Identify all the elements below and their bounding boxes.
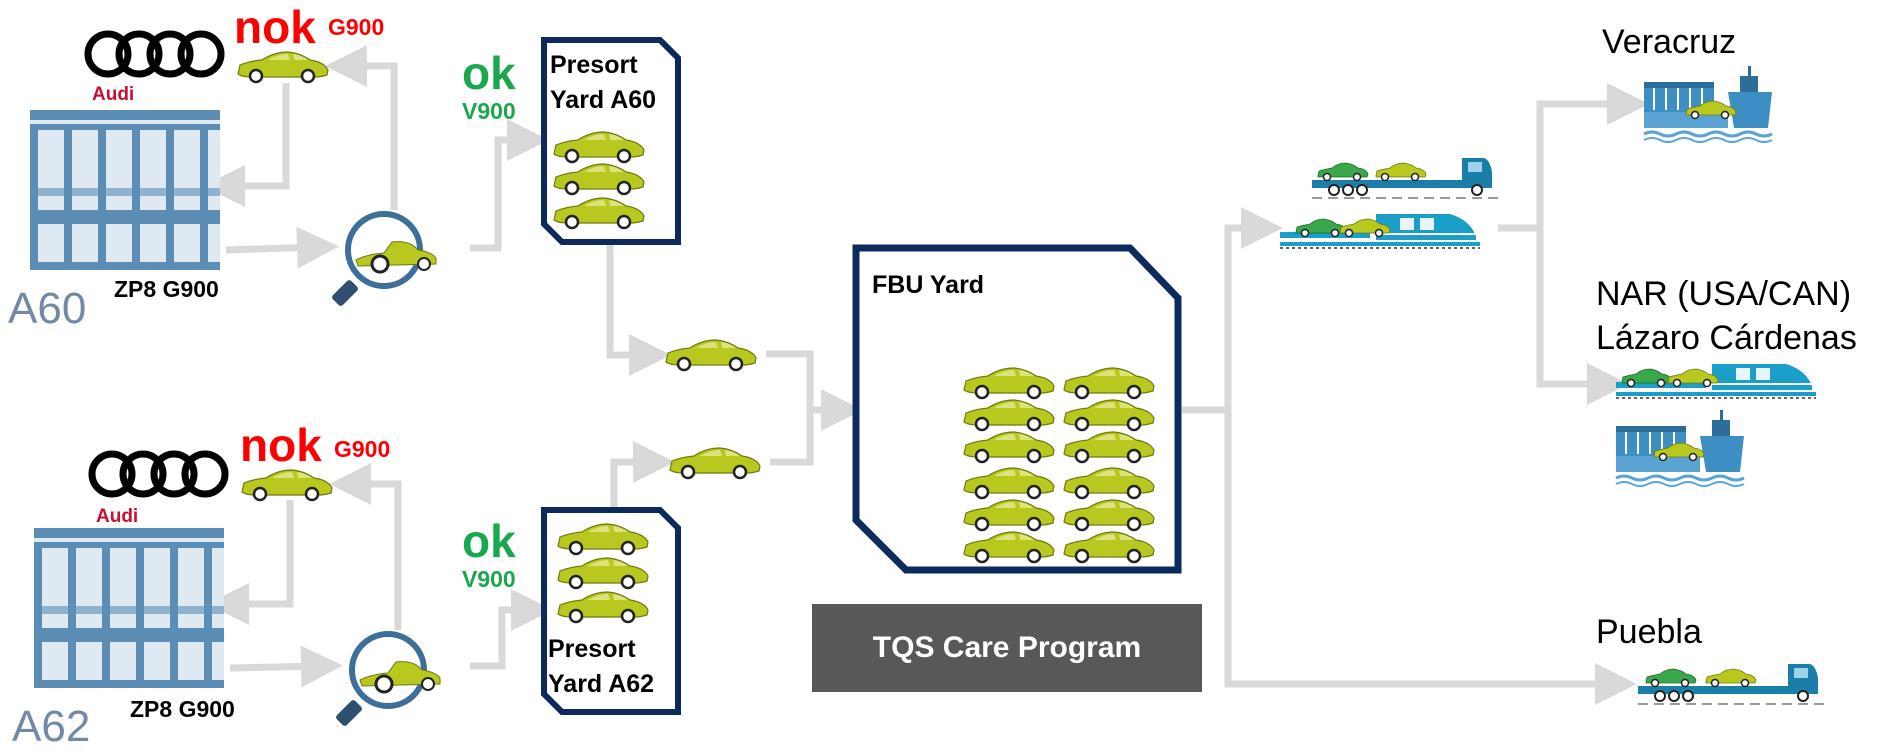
plant-label-a60: A60 xyxy=(8,284,87,333)
train-icon-nar xyxy=(1615,363,1817,399)
destination-nar-line2: Lázaro Cárdenas xyxy=(1596,319,1857,357)
arrow-a60-nok-back xyxy=(203,83,290,207)
ok-code-a60: V900 xyxy=(462,98,516,124)
yard-a62-label: Presort Yard A62 xyxy=(548,632,654,702)
nok-code-a62: G900 xyxy=(334,436,391,462)
arrow-a62-nok-back xyxy=(207,500,294,625)
arrow-merge-upper xyxy=(766,350,814,410)
tqs-care-program-label: TQS Care Program xyxy=(872,631,1142,664)
arrow-yard-a60-down xyxy=(606,245,671,376)
nok-label-a60: nok xyxy=(234,1,316,53)
plant-label-a62: A62 xyxy=(12,702,91,751)
destination-puebla: Puebla xyxy=(1596,613,1702,651)
car-transit-lower-icon xyxy=(668,446,762,480)
arrow-to-nar xyxy=(1536,228,1629,405)
arrow-merge-lower xyxy=(770,389,863,466)
flow-arrows xyxy=(203,45,1649,705)
model-label-a60: ZP8 G900 xyxy=(114,276,219,302)
car-nok-a60-icon xyxy=(236,50,330,84)
arrow-yard-a62-up xyxy=(610,441,675,510)
inspection-magnifier-a62-icon xyxy=(335,634,440,727)
ok-label-a60: ok xyxy=(462,47,516,99)
car-transit-upper-icon xyxy=(664,338,758,372)
model-label-a62: ZP8 G900 xyxy=(130,696,235,722)
audi-brand-a62: Audi xyxy=(96,506,139,527)
train-icon-top xyxy=(1279,213,1481,249)
factory-building-a62 xyxy=(34,528,224,688)
audi-logo-a60 xyxy=(88,34,221,74)
car-nok-a62-icon xyxy=(240,468,334,502)
yard-a60-line1: Presort xyxy=(550,51,638,79)
arrow-a60-out xyxy=(225,226,339,269)
destination-nar-line1: NAR (USA/CAN) xyxy=(1596,275,1852,313)
fbu-yard-label: FBU Yard xyxy=(872,271,985,299)
destination-veracruz: Veracruz xyxy=(1602,23,1737,61)
tqs-care-program-box: TQS Care Program xyxy=(812,604,1202,692)
truck-icon-puebla xyxy=(1637,663,1829,705)
yard-a60-label: Presort Yard A60 xyxy=(550,48,656,118)
arrow-a62-out xyxy=(229,645,343,688)
ok-code-a62: V900 xyxy=(462,566,516,592)
yard-a62-line1: Presort xyxy=(548,635,636,663)
inspection-magnifier-a60-icon xyxy=(331,214,436,307)
ship-icon-veracruz xyxy=(1642,64,1774,144)
arrow-to-puebla xyxy=(1224,410,1637,705)
arrow-to-veracruz xyxy=(1536,83,1649,228)
audi-logo-a62 xyxy=(92,454,225,494)
yard-a62-line2: Yard A62 xyxy=(548,670,655,698)
nok-code-a60: G900 xyxy=(328,14,385,40)
nok-label-a62: nok xyxy=(240,419,322,471)
arrow-a62-ok xyxy=(470,589,553,670)
ok-label-a62: ok xyxy=(462,515,516,567)
audi-brand-a60: Audi xyxy=(92,84,135,105)
arrow-a62-nok-up xyxy=(329,463,402,630)
factory-building-a60 xyxy=(30,110,220,270)
truck-icon-top xyxy=(1311,157,1503,199)
yard-a60-line2: Yard A60 xyxy=(550,86,657,114)
ship-icon-nar xyxy=(1614,408,1746,488)
arrow-to-rail xyxy=(1224,207,1283,410)
arrow-a60-ok xyxy=(470,119,549,252)
arrow-a60-nok-up xyxy=(325,45,398,210)
